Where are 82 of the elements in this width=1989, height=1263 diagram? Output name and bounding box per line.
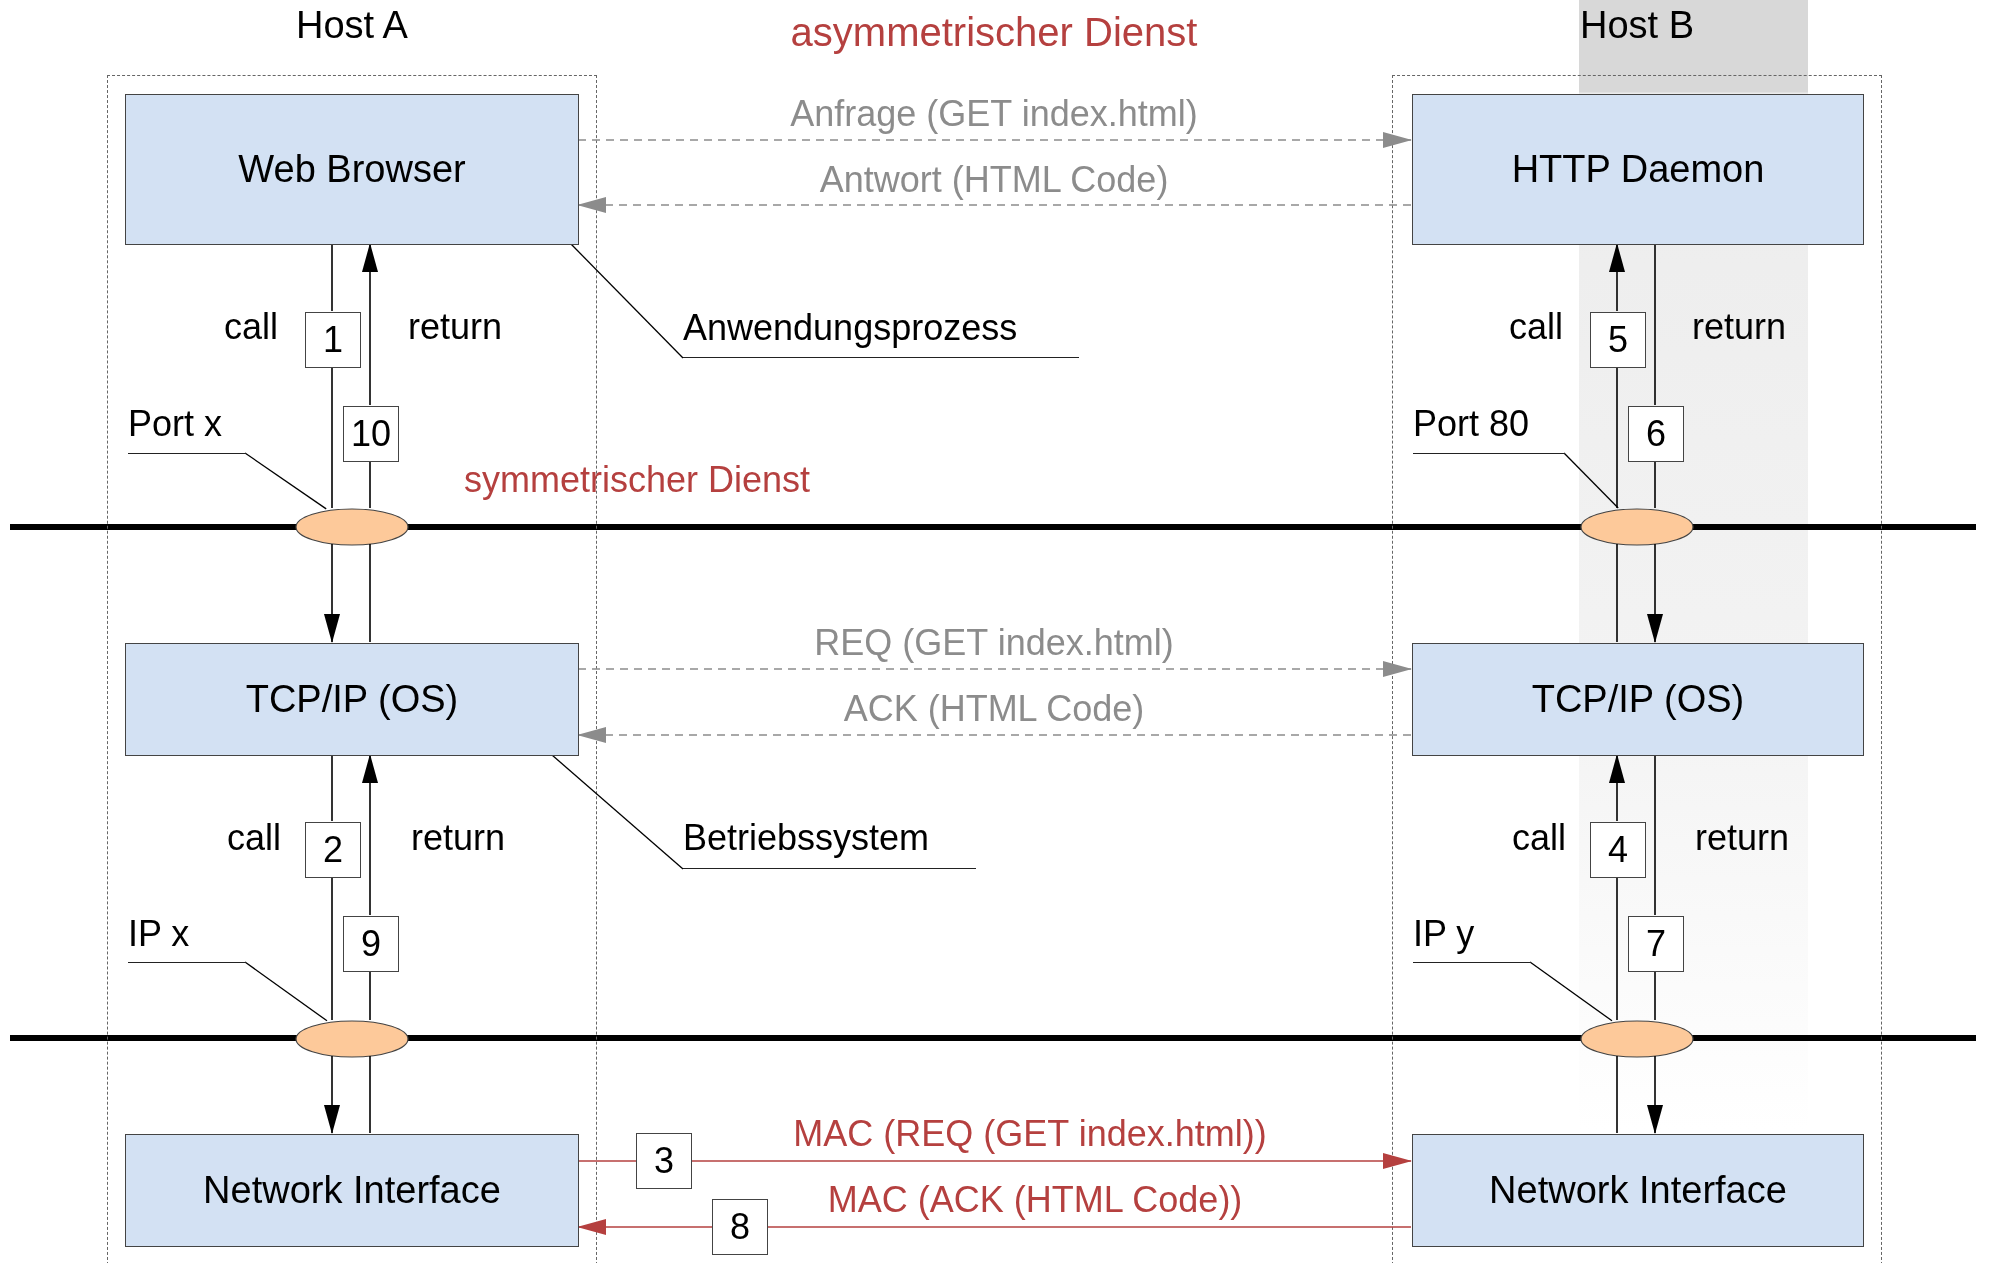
leader-line bbox=[1563, 452, 1619, 509]
line bbox=[1654, 460, 1656, 509]
step-number: 5 bbox=[1590, 312, 1646, 368]
arrow bbox=[691, 1153, 1412, 1169]
call-label: call bbox=[224, 306, 278, 348]
call-label: call bbox=[1512, 817, 1566, 859]
line bbox=[369, 460, 371, 509]
line bbox=[1654, 243, 1656, 406]
dashed-arrow bbox=[577, 661, 1412, 677]
line bbox=[331, 754, 333, 822]
callout-label: IP y bbox=[1413, 911, 1531, 963]
box-label: TCP/IP (OS) bbox=[1531, 678, 1745, 721]
line bbox=[577, 1160, 637, 1162]
call-label: return bbox=[411, 817, 505, 859]
arrow bbox=[362, 754, 378, 916]
service-label: symmetrischer Dienst bbox=[463, 459, 811, 501]
step-number: 9 bbox=[343, 916, 399, 972]
line bbox=[1616, 366, 1618, 509]
layer-box bbox=[125, 1134, 579, 1247]
layer-box bbox=[125, 94, 579, 245]
dashed-arrow bbox=[577, 197, 1412, 213]
call-label: return bbox=[408, 306, 502, 348]
layer-box bbox=[1412, 1134, 1864, 1247]
line bbox=[369, 1055, 371, 1134]
dashed-arrow bbox=[577, 727, 1412, 743]
callout-label: Port x bbox=[128, 401, 246, 454]
service-label: asymmetrischer Dienst bbox=[790, 9, 1198, 55]
box-label: Network Interface bbox=[203, 1169, 501, 1212]
line bbox=[1654, 754, 1656, 916]
arrow bbox=[1647, 1055, 1663, 1134]
leader-line bbox=[244, 452, 327, 510]
call-label: return bbox=[1692, 306, 1786, 348]
arrow bbox=[1647, 543, 1663, 643]
line bbox=[331, 366, 333, 509]
line bbox=[369, 970, 371, 1021]
arrow bbox=[1609, 243, 1625, 312]
host-label: Host B bbox=[1579, 4, 1694, 46]
leader-line bbox=[1529, 961, 1613, 1022]
box-label: HTTP Daemon bbox=[1511, 148, 1765, 191]
layer-box bbox=[1412, 643, 1864, 756]
arrow bbox=[1609, 754, 1625, 822]
call-label: call bbox=[1509, 306, 1563, 348]
step-number: 1 bbox=[305, 312, 361, 368]
arrow bbox=[324, 543, 340, 643]
layer-box bbox=[1412, 94, 1864, 245]
leader-line bbox=[244, 961, 328, 1022]
line bbox=[1616, 876, 1618, 1021]
callout-label: Port 80 bbox=[1413, 401, 1565, 454]
leader-line bbox=[570, 243, 684, 359]
step-number: 2 bbox=[305, 822, 361, 878]
step-number: 3 bbox=[636, 1133, 692, 1189]
box-label: Web Browser bbox=[238, 148, 466, 191]
call-label: return bbox=[1695, 817, 1789, 859]
layer-box bbox=[125, 643, 579, 756]
box-label: TCP/IP (OS) bbox=[245, 678, 459, 721]
line bbox=[1616, 543, 1618, 643]
step-number: 8 bbox=[712, 1199, 768, 1255]
line bbox=[331, 243, 333, 312]
port-ellipse bbox=[1580, 1020, 1694, 1058]
step-number: 4 bbox=[1590, 822, 1646, 878]
line bbox=[331, 876, 333, 1021]
host-label: Host A bbox=[296, 4, 408, 46]
port-ellipse bbox=[295, 1020, 409, 1058]
box-label: Network Interface bbox=[1489, 1169, 1787, 1212]
port-ellipse bbox=[1580, 508, 1694, 546]
step-number: 6 bbox=[1628, 406, 1684, 462]
leader-line bbox=[551, 754, 684, 870]
arrow bbox=[577, 1219, 713, 1235]
line bbox=[767, 1226, 1412, 1228]
dashed-arrow bbox=[577, 132, 1412, 148]
step-number: 7 bbox=[1628, 916, 1684, 972]
callout-label: Anwendungsprozess bbox=[683, 305, 1079, 358]
callout-label: Betriebssystem bbox=[683, 815, 976, 869]
line bbox=[1616, 1055, 1618, 1134]
arrow bbox=[362, 243, 378, 406]
step-number: 10 bbox=[343, 406, 399, 462]
line bbox=[369, 543, 371, 643]
port-ellipse bbox=[295, 508, 409, 546]
callout-label: IP x bbox=[128, 911, 246, 963]
call-label: call bbox=[227, 817, 281, 859]
line bbox=[1654, 970, 1656, 1021]
arrow bbox=[324, 1055, 340, 1134]
